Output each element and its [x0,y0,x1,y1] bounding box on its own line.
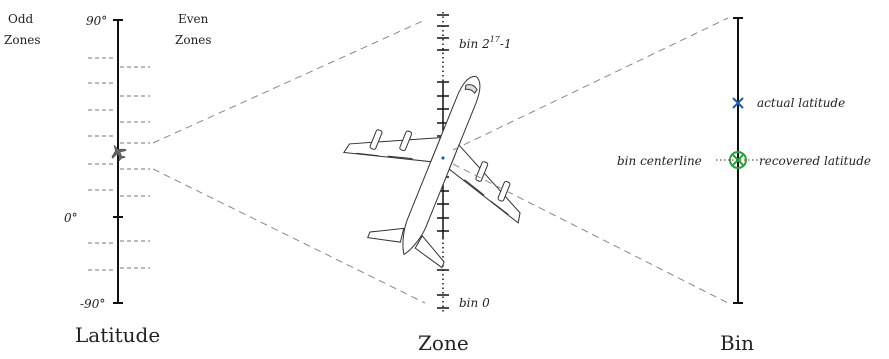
airplane-large-icon [342,75,521,269]
bin-bottom-label: bin 0 [459,296,490,310]
latitude-90-label: 90° [86,14,107,28]
latitude-minus90-label: -90° [80,297,105,311]
latitude-caption: Latitude [75,323,160,347]
even-zone-boundaries [120,66,150,269]
plane-small-icon [111,144,127,162]
zone-panel: bin 217-1 bin 0 Zone [342,12,521,355]
recovered-latitude-label: recovered latitude [759,154,871,168]
odd-zone-boundaries [88,57,116,271]
bin-top-label: bin 217-1 [459,35,512,51]
zoom-lines-zone-to-bin [452,17,729,304]
bin-top-suffix: -1 [500,37,512,51]
bin-panel: actual latitude bin centerline recovered… [617,17,871,355]
odd-zones-label-line1: Odd [8,12,34,26]
zoom-lines-lat-to-zone [152,19,426,304]
actual-latitude-marker [732,97,744,109]
latitude-panel: Odd Zones Even Zones 90° 0° -90° [4,12,212,347]
odd-zones-label-line2: Zones [4,33,41,47]
actual-latitude-label: actual latitude [757,96,845,110]
latitude-0-label: 0° [64,211,78,225]
bin-centerline-label: bin centerline [617,154,702,168]
bin-caption: Bin [720,331,754,354]
bin-top-base: bin 2 [459,37,490,51]
zone-caption: Zone [418,331,469,354]
recovered-latitude-marker [729,151,747,169]
even-zones-label-line2: Zones [175,33,212,47]
bin-top-exponent: 17 [490,35,501,44]
even-zones-label-line1: Even [178,12,209,26]
